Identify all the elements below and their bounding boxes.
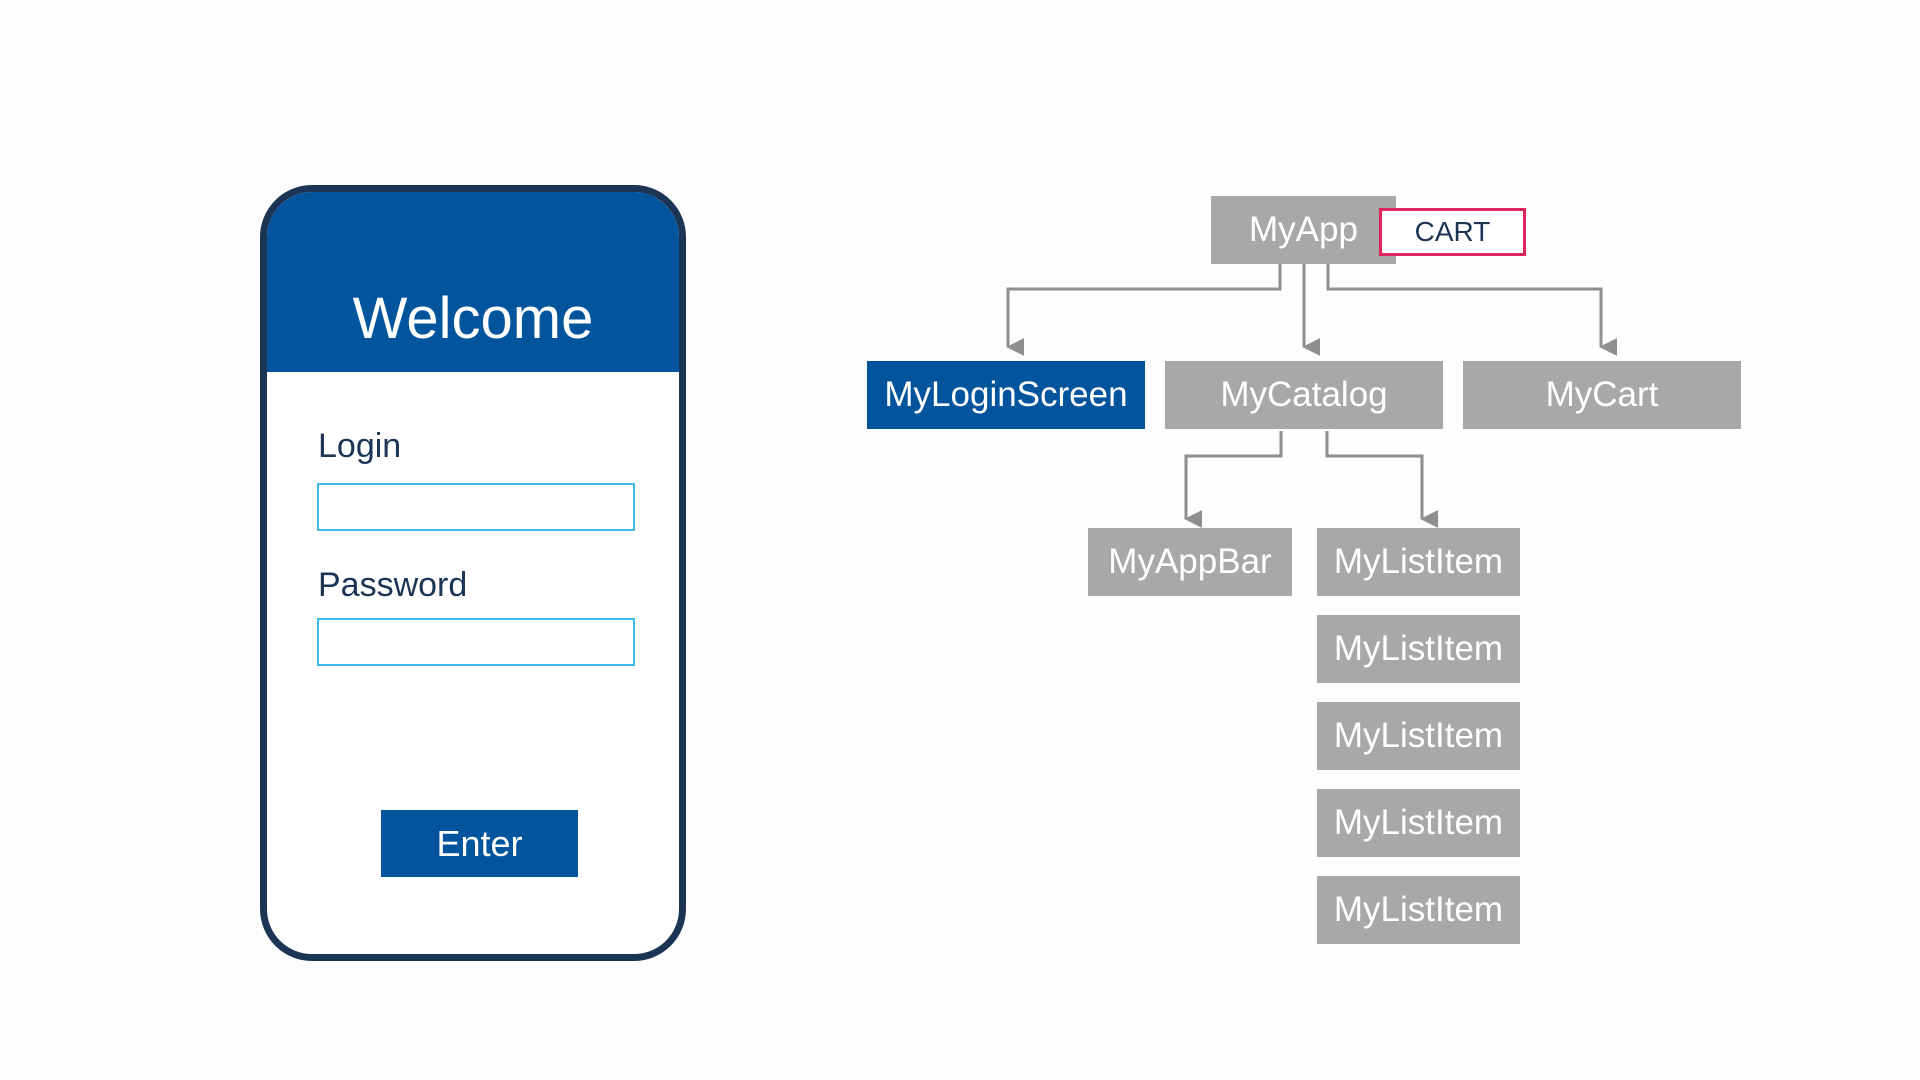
node-myappbar: MyAppBar [1088,528,1292,596]
node-mylistitem-2: MyListItem [1317,615,1520,683]
cart-badge: CART [1379,208,1526,256]
login-label: Login [318,427,402,465]
password-input[interactable] [317,618,635,666]
node-mylistitem-1: MyListItem [1317,528,1520,596]
node-mylistitem-5: MyListItem [1317,876,1520,944]
node-mycatalog: MyCatalog [1165,361,1443,429]
connector-mycatalog-myappbar [1184,431,1283,528]
welcome-header: Welcome [267,192,679,372]
node-myapp: MyApp [1211,196,1396,264]
connector-mycatalog-mylistitem [1325,431,1439,528]
node-mylistitem-4: MyListItem [1317,789,1520,857]
node-myloginscreen: MyLoginScreen [867,361,1145,429]
welcome-title: Welcome [352,286,594,351]
connector-myapp-mylogin [1006,264,1282,356]
enter-button[interactable]: Enter [381,810,578,877]
node-mycart: MyCart [1463,361,1741,429]
phone-mockup: Welcome Login Password Enter [260,185,686,961]
connector-myapp-mycart [1326,264,1618,356]
password-label: Password [318,566,468,604]
login-input[interactable] [317,483,635,531]
node-mylistitem-3: MyListItem [1317,702,1520,770]
